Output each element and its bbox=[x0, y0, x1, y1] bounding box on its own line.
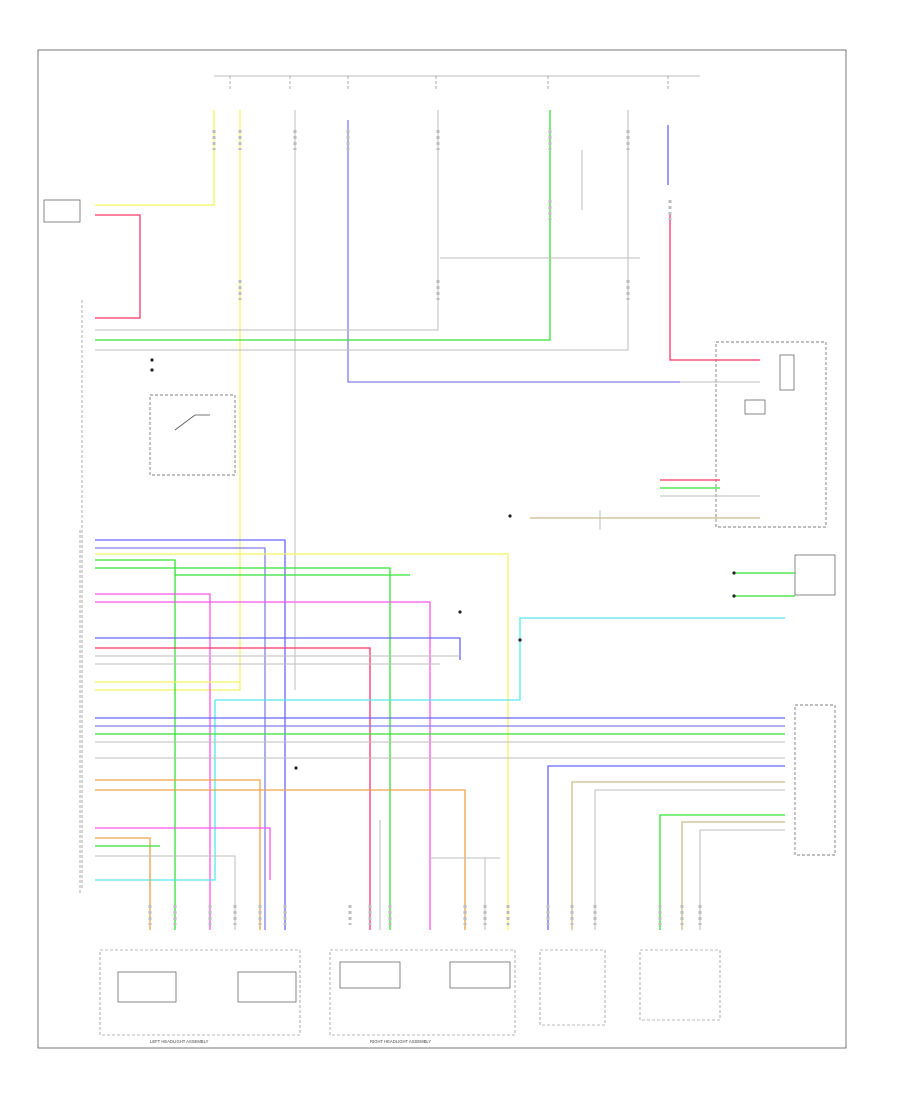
left-ecu-pin-stubs bbox=[56, 530, 81, 898]
diagram-frame bbox=[37, 49, 847, 1049]
left-headlight-assembly-caption: LEFT HEADLIGHT ASSEMBLY bbox=[150, 1039, 209, 1044]
bottom-connector-pins bbox=[148, 905, 702, 925]
top-power-feeds bbox=[214, 62, 700, 90]
headlight-ecu-left-block bbox=[43, 199, 236, 890]
inline-connectors bbox=[212, 130, 672, 300]
combination-meter-block bbox=[715, 341, 827, 528]
meter-side-wires bbox=[530, 479, 795, 597]
vertical-feed-wires bbox=[95, 110, 760, 691]
headlight-leveling-ecu-block bbox=[794, 554, 836, 856]
right-headlight-assembly-caption: RIGHT HEADLIGHT ASSEMBLY bbox=[370, 1039, 431, 1044]
main-harness-wires bbox=[95, 539, 785, 930]
junction-dots bbox=[150, 358, 736, 770]
bottom-assemblies bbox=[99, 949, 721, 1036]
